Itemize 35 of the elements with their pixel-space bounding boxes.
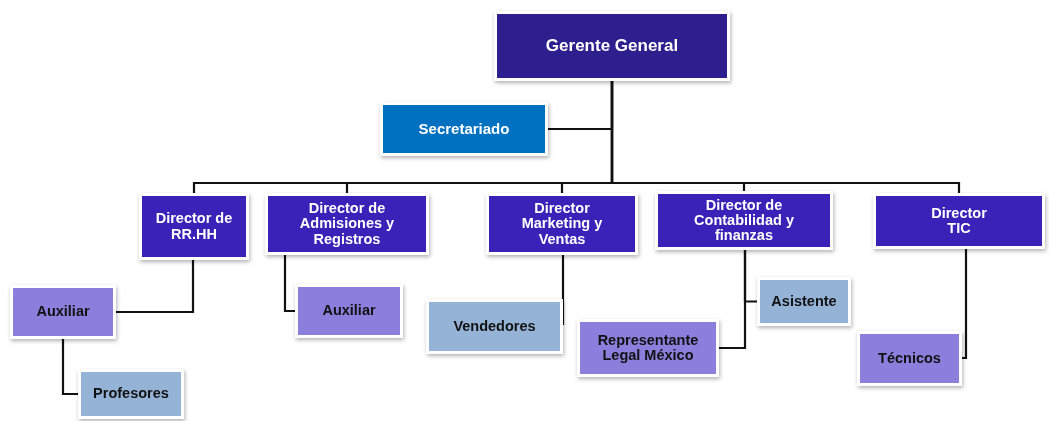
org-box (295, 284, 403, 338)
org-box (873, 193, 1045, 249)
role-title: Gerente General (545, 37, 679, 55)
role-title: Director de RR.HH (154, 211, 234, 242)
connector-line (610, 81, 961, 193)
role-title: Director Marketing y Ventas (520, 201, 604, 247)
org-box (139, 193, 249, 260)
org-box (577, 319, 719, 377)
org-box (857, 331, 962, 386)
connector-line (61, 339, 78, 396)
role-title: Director de Contabilidad y finanzas (693, 197, 795, 244)
org-box (486, 193, 638, 255)
org-box (380, 102, 548, 156)
connector-line (283, 255, 295, 313)
role-title: Vendedores (453, 318, 536, 335)
connector-line (116, 260, 195, 314)
role-title: Secretariado (418, 121, 510, 137)
org-box (10, 285, 116, 339)
org-box (757, 277, 851, 326)
connector-line (962, 249, 968, 360)
role-title: Auxiliar (322, 303, 376, 319)
connector-line (561, 255, 565, 327)
role-title: Técnicos (878, 350, 941, 367)
role-title: Director TIC (931, 205, 987, 237)
role-title: Asistente (771, 293, 837, 310)
org-box (265, 193, 429, 255)
role-title: Profesores (93, 386, 169, 402)
org-box (494, 11, 730, 81)
role-title: Representante Legal México (596, 332, 700, 364)
role-title: Director de Admisiones y Registros (298, 201, 396, 247)
role-title: Auxiliar (36, 304, 90, 320)
connector-line (719, 250, 747, 350)
org-box (426, 299, 563, 354)
org-box (655, 191, 833, 250)
org-box (78, 369, 184, 419)
